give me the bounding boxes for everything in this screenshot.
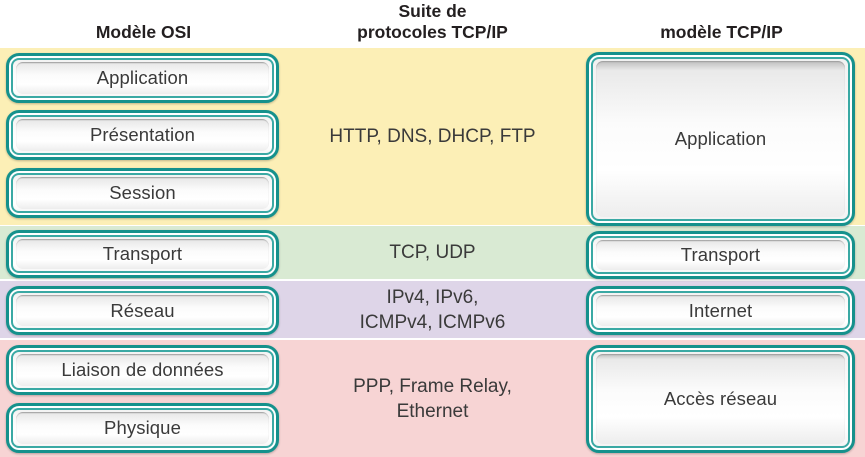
osi-layer-presentation-inner: Présentation [16,119,269,151]
osi-layer-data-link[interactable]: Liaison de données [6,345,279,395]
tcpip-model-column: Application Transport Internet Accès rés… [578,48,865,457]
osi-layer-physical-inner: Physique [16,412,269,444]
tcpip-layer-internet[interactable]: Internet [586,286,855,335]
protocol-group-network-access: PPP, Frame Relay,Ethernet [287,340,578,457]
osi-layer-physical[interactable]: Physique [6,403,279,453]
header-protocol-suite-line1: Suite de [398,1,467,21]
protocol-suite-column: HTTP, DNS, DHCP, FTP TCP, UDP IPv4, IPv6… [287,48,578,457]
osi-layer-label: Application [96,67,189,88]
osi-layer-network[interactable]: Réseau [6,286,279,335]
osi-layer-label: Session [109,182,176,203]
osi-layer-application-inner: Application [16,62,269,94]
osi-layer-label: Présentation [89,124,196,145]
osi-layer-session-inner: Session [16,177,269,209]
osi-layer-transport-inner: Transport [16,239,269,269]
osi-layer-network-inner: Réseau [16,295,269,326]
tcpip-layer-application[interactable]: Application [586,52,855,226]
tcpip-layer-network-access[interactable]: Accès réseau [586,345,855,453]
osi-layer-data-link-inner: Liaison de données [16,354,269,386]
protocol-group-application: HTTP, DNS, DHCP, FTP [329,126,536,147]
tcpip-layer-label: Accès réseau [663,388,778,409]
tcpip-layer-label: Transport [680,244,761,265]
osi-layer-label: Réseau [110,299,175,321]
tcpip-layer-application-inner: Application [596,61,845,217]
tcpip-layer-network-access-inner: Accès réseau [596,354,845,444]
osi-layer-label: Physique [104,417,181,438]
header-protocol-suite: Suite de protocoles TCP/IP [287,1,578,43]
osi-model-column: Application Présentation Session Transpo… [0,48,287,457]
column-headers: Modèle OSI Suite de protocoles TCP/IP mo… [0,0,865,48]
tcpip-layer-transport-inner: Transport [596,240,845,270]
header-protocol-suite-line2: protocoles TCP/IP [357,22,508,42]
osi-layer-label: Transport [102,243,183,264]
protocol-group-network-access-text: PPP, Frame Relay,Ethernet [353,375,512,422]
protocol-group-transport: TCP, UDP [389,242,476,263]
protocol-group-internet: IPv4, IPv6,ICMPv4, ICMPv6 [287,281,578,338]
header-osi-model: Modèle OSI [95,22,192,42]
tcpip-layer-label: Application [674,128,767,149]
osi-layer-transport[interactable]: Transport [6,230,279,278]
osi-layer-session[interactable]: Session [6,168,279,218]
osi-layer-application[interactable]: Application [6,53,279,103]
header-tcpip-model: modèle TCP/IP [660,22,783,42]
tcpip-layer-internet-inner: Internet [596,295,845,326]
tcpip-layer-transport[interactable]: Transport [586,231,855,279]
tcpip-layer-label: Internet [688,299,753,321]
osi-layer-presentation[interactable]: Présentation [6,110,279,160]
osi-layer-label: Liaison de données [61,359,224,380]
protocol-group-internet-text: IPv4, IPv6,ICMPv4, ICMPv6 [359,286,506,333]
